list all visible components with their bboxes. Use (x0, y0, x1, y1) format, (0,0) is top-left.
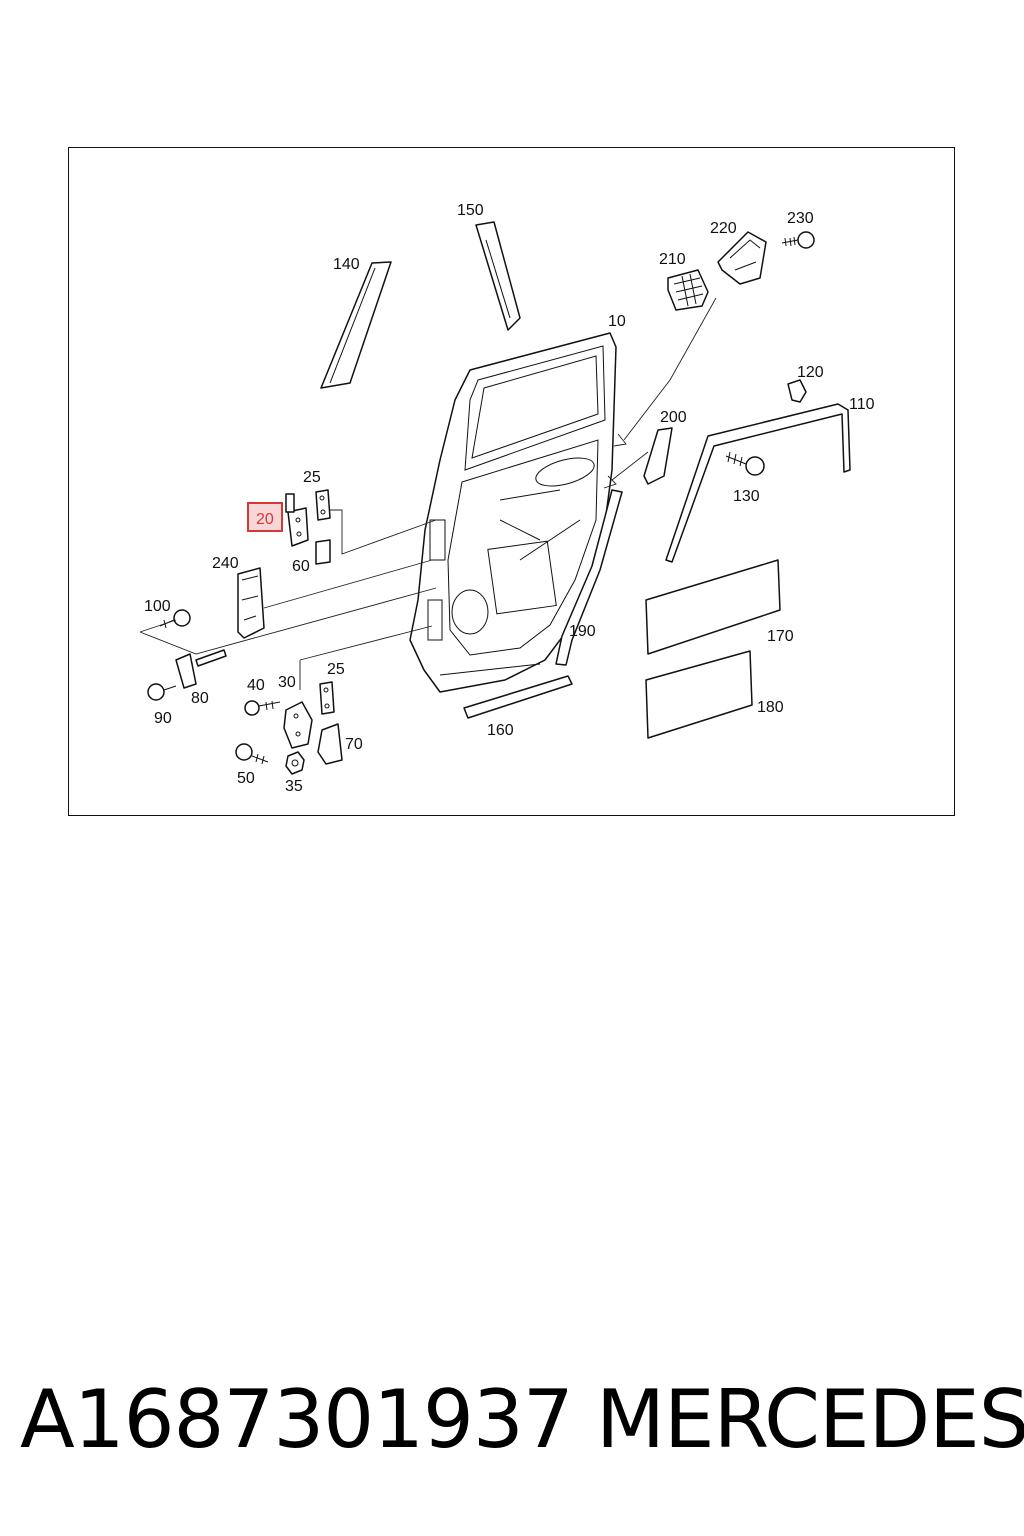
callout-80: 80 (191, 690, 209, 707)
callout-110: 110 (849, 396, 875, 413)
callout-30: 30 (278, 674, 296, 691)
callout-70: 70 (345, 736, 363, 753)
callout-190: 190 (569, 623, 596, 640)
callout-35: 35 (285, 778, 303, 795)
callout-240: 240 (212, 555, 239, 572)
callout-170: 170 (767, 628, 794, 645)
part-190-seal-strip (555, 489, 623, 666)
part-25-hinge-plate-upper (315, 489, 331, 521)
part-210-clip (667, 269, 709, 311)
diagram-frame (68, 147, 955, 816)
callout-220: 220 (710, 220, 737, 237)
part-120-clip (787, 379, 807, 403)
part-25-hinge-plate-lower (319, 681, 335, 715)
part-150-pillar-trim (475, 221, 521, 331)
callout-10: 10 (608, 313, 626, 330)
part-80-door-check (175, 649, 227, 689)
callout-25-lower: 25 (327, 661, 345, 678)
part-160-sill-strip (463, 675, 573, 719)
callout-highlight-box (247, 502, 283, 532)
part-70-shim-plate (317, 723, 343, 765)
callout-230: 230 (787, 210, 814, 227)
part-60-shim-plate (315, 539, 331, 565)
callout-180: 180 (757, 699, 784, 716)
footer: A1687301937 MERCEDES (0, 1370, 1024, 1480)
callout-150: 150 (457, 202, 484, 219)
callout-130: 130 (733, 488, 760, 505)
callout-120: 120 (797, 364, 824, 381)
part-40-screw (244, 700, 281, 716)
part-number: A1687301937 (20, 1373, 574, 1466)
part-170-panel (645, 559, 781, 655)
part-200-seal (643, 427, 673, 485)
part-20-upper-hinge (285, 493, 309, 547)
callout-100: 100 (144, 598, 171, 615)
part-180-panel (645, 650, 753, 739)
callout-200: 200 (660, 409, 687, 426)
callout-20: 20 (256, 511, 274, 528)
callout-40: 40 (247, 677, 265, 694)
brand-name: MERCEDES (596, 1373, 1024, 1466)
leader-lines (139, 297, 717, 690)
part-35-nut (285, 751, 305, 775)
part-90-bolt (147, 683, 177, 701)
callout-160: 160 (487, 722, 514, 739)
part-50-bolt (235, 743, 269, 765)
part-30-lower-hinge (283, 701, 313, 749)
callout-60: 60 (292, 558, 310, 575)
callout-labels: 10 20 25 25 30 35 40 50 60 70 80 90 100 … (144, 202, 875, 795)
part-110-window-channel (665, 403, 851, 563)
part-140-pillar-trim (320, 261, 392, 389)
callout-50: 50 (237, 770, 255, 787)
part-230-screw (781, 231, 815, 249)
callout-210: 210 (659, 251, 686, 268)
part-10-door-shell (409, 332, 617, 693)
callout-90: 90 (154, 710, 172, 727)
part-240-check-bracket (237, 567, 265, 639)
part-220-bracket (717, 231, 767, 285)
callout-25-upper: 25 (303, 469, 321, 486)
callout-140: 140 (333, 256, 360, 273)
part-130-bolt (725, 451, 765, 476)
